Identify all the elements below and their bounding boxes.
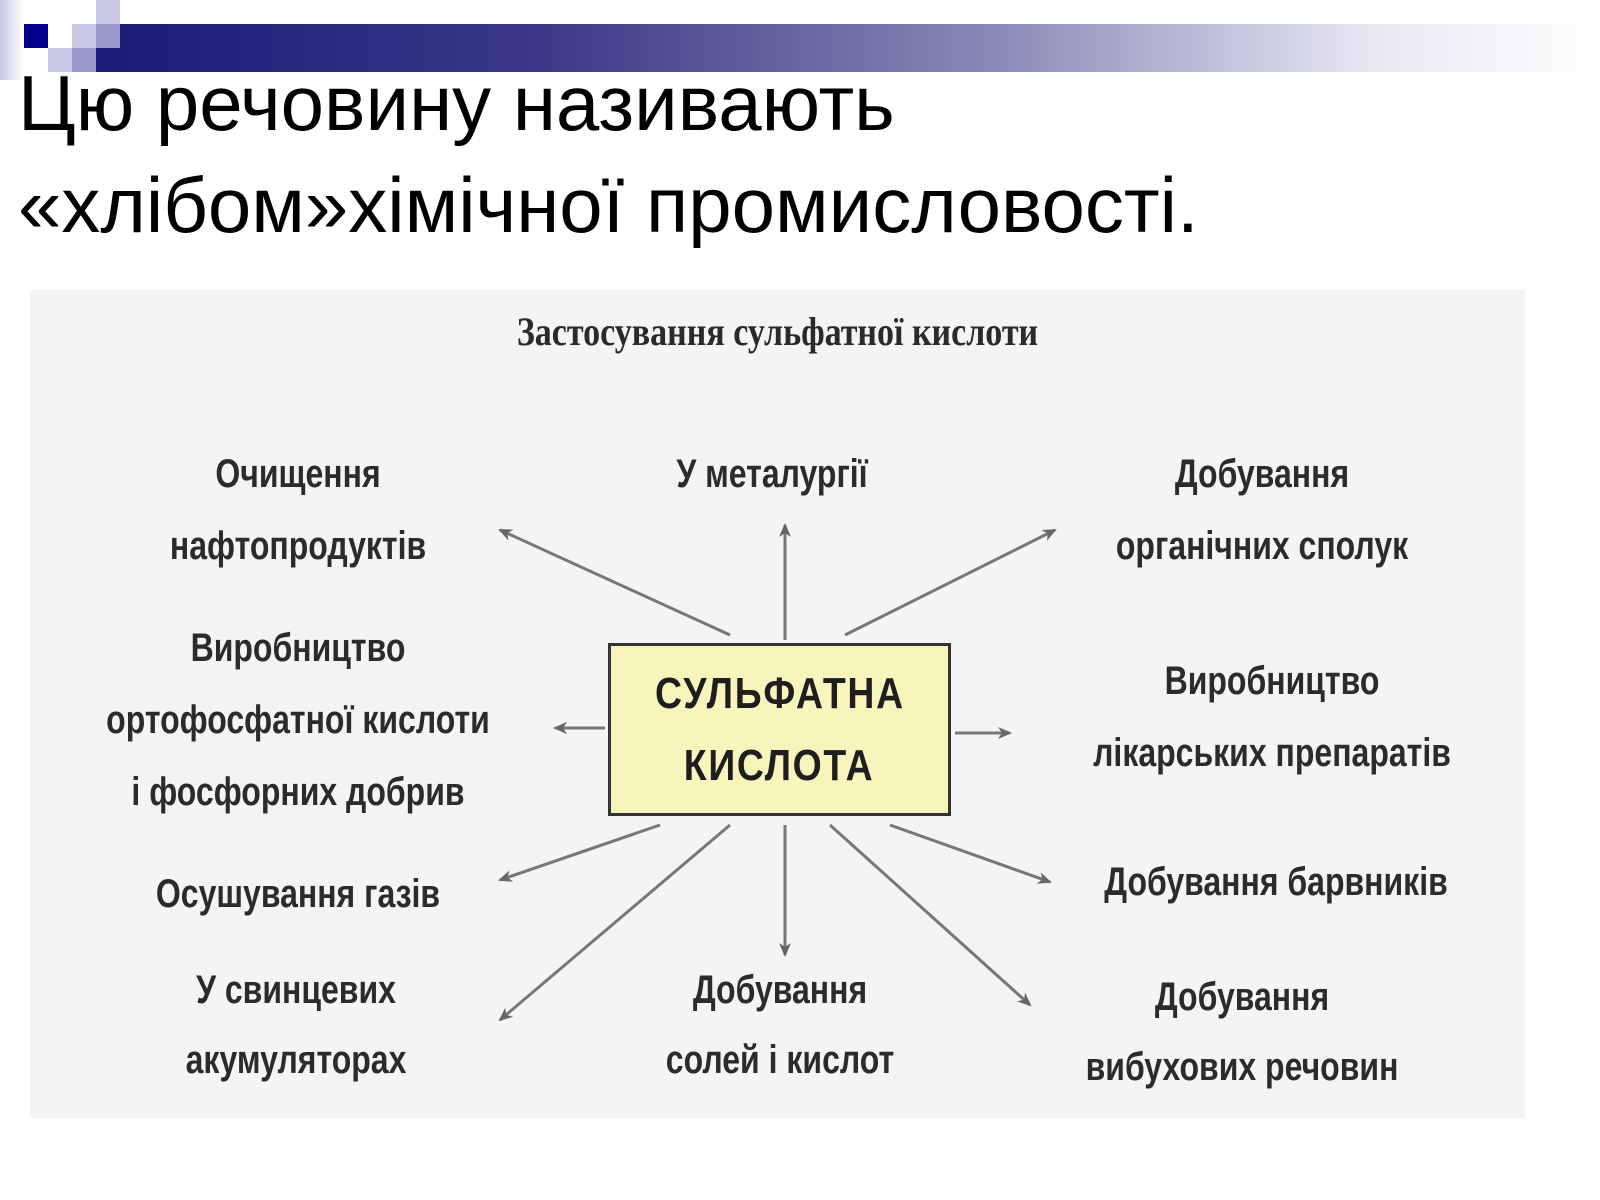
- node-oil: Очищення нафтопродуктів: [170, 438, 426, 582]
- node-salts: Добування солей і кислот: [666, 955, 894, 1095]
- node-label-line: У металургії: [676, 452, 868, 496]
- node-batteries: У свинцевих акумуляторах: [186, 955, 407, 1095]
- node-label-line: Виробництво: [1164, 659, 1380, 703]
- node-gases: Осушування газів: [156, 858, 440, 930]
- node-explosives: Добування вибухових речовин: [1086, 962, 1399, 1102]
- node-dyes: Добування барвників: [1104, 846, 1448, 918]
- arrow-dyes: [889, 823, 1052, 884]
- arrow-explosives: [828, 823, 1032, 1007]
- node-label-line: і фосфорних добрив: [131, 770, 465, 814]
- decor-square: [72, 24, 96, 48]
- decor-square: [48, 48, 72, 72]
- decor-square: [0, 0, 24, 80]
- center-node-sulfuric-acid: СУЛЬФАТНА КИСЛОТА: [608, 643, 951, 816]
- center-line-1: СУЛЬФАТНА: [654, 668, 905, 718]
- diagram-panel: Застосування сульфатної кислоти СУЛЬФАТН…: [30, 290, 1525, 1118]
- node-label-line: Добування: [692, 968, 868, 1012]
- diagram-title: Застосування сульфатної кислоти: [516, 309, 1039, 354]
- node-label-line: Добування: [1174, 452, 1350, 496]
- node-label-line: нафтопродуктів: [169, 524, 427, 568]
- decor-square: [96, 24, 120, 48]
- node-drugs: Виробництво лікарських препаратів: [1093, 645, 1451, 789]
- slide-title: Цю речовину називають «хлібом»хімічної п…: [18, 52, 1199, 256]
- decor-square: [96, 0, 120, 24]
- arrows-layer: [498, 523, 1057, 1022]
- title-line-2: «хлібом»хімічної промисловості.: [18, 161, 1199, 249]
- decor-square: [72, 48, 96, 72]
- arrow-organic: [844, 528, 1057, 637]
- arrow-batteries: [498, 823, 731, 1022]
- node-label-line: лікарських препаратів: [1093, 731, 1451, 775]
- node-metallurgy: У металургії: [676, 438, 867, 510]
- title-line-1: Цю речовину називають: [18, 59, 895, 147]
- node-label-line: вибухових речовин: [1085, 1045, 1399, 1089]
- node-label-line: У свинцевих: [196, 968, 396, 1012]
- node-label-line: Добування: [1154, 975, 1330, 1019]
- decor-square: [24, 24, 48, 48]
- node-label-line: органічних сполук: [1115, 524, 1409, 568]
- node-organic: Добування органічних сполук: [1116, 438, 1408, 582]
- node-label-line: солей і кислот: [665, 1038, 895, 1082]
- node-label-line: Очищення: [215, 452, 381, 496]
- center-line-2: КИСЛОТА: [684, 740, 875, 790]
- node-label-line: ортофосфатної кислоти: [106, 698, 490, 742]
- arrow-oil: [498, 528, 731, 637]
- node-label-line: Виробництво: [190, 626, 406, 670]
- node-label-line: акумуляторах: [185, 1038, 407, 1082]
- node-label-line: Осушування газів: [155, 872, 441, 916]
- node-label-line: Добування барвників: [1104, 860, 1448, 904]
- arrow-gases: [498, 823, 661, 882]
- node-phosphoric: Виробництво ортофосфатної кислоти і фосфор…: [106, 612, 490, 828]
- header-gradient-bar: [96, 24, 1600, 72]
